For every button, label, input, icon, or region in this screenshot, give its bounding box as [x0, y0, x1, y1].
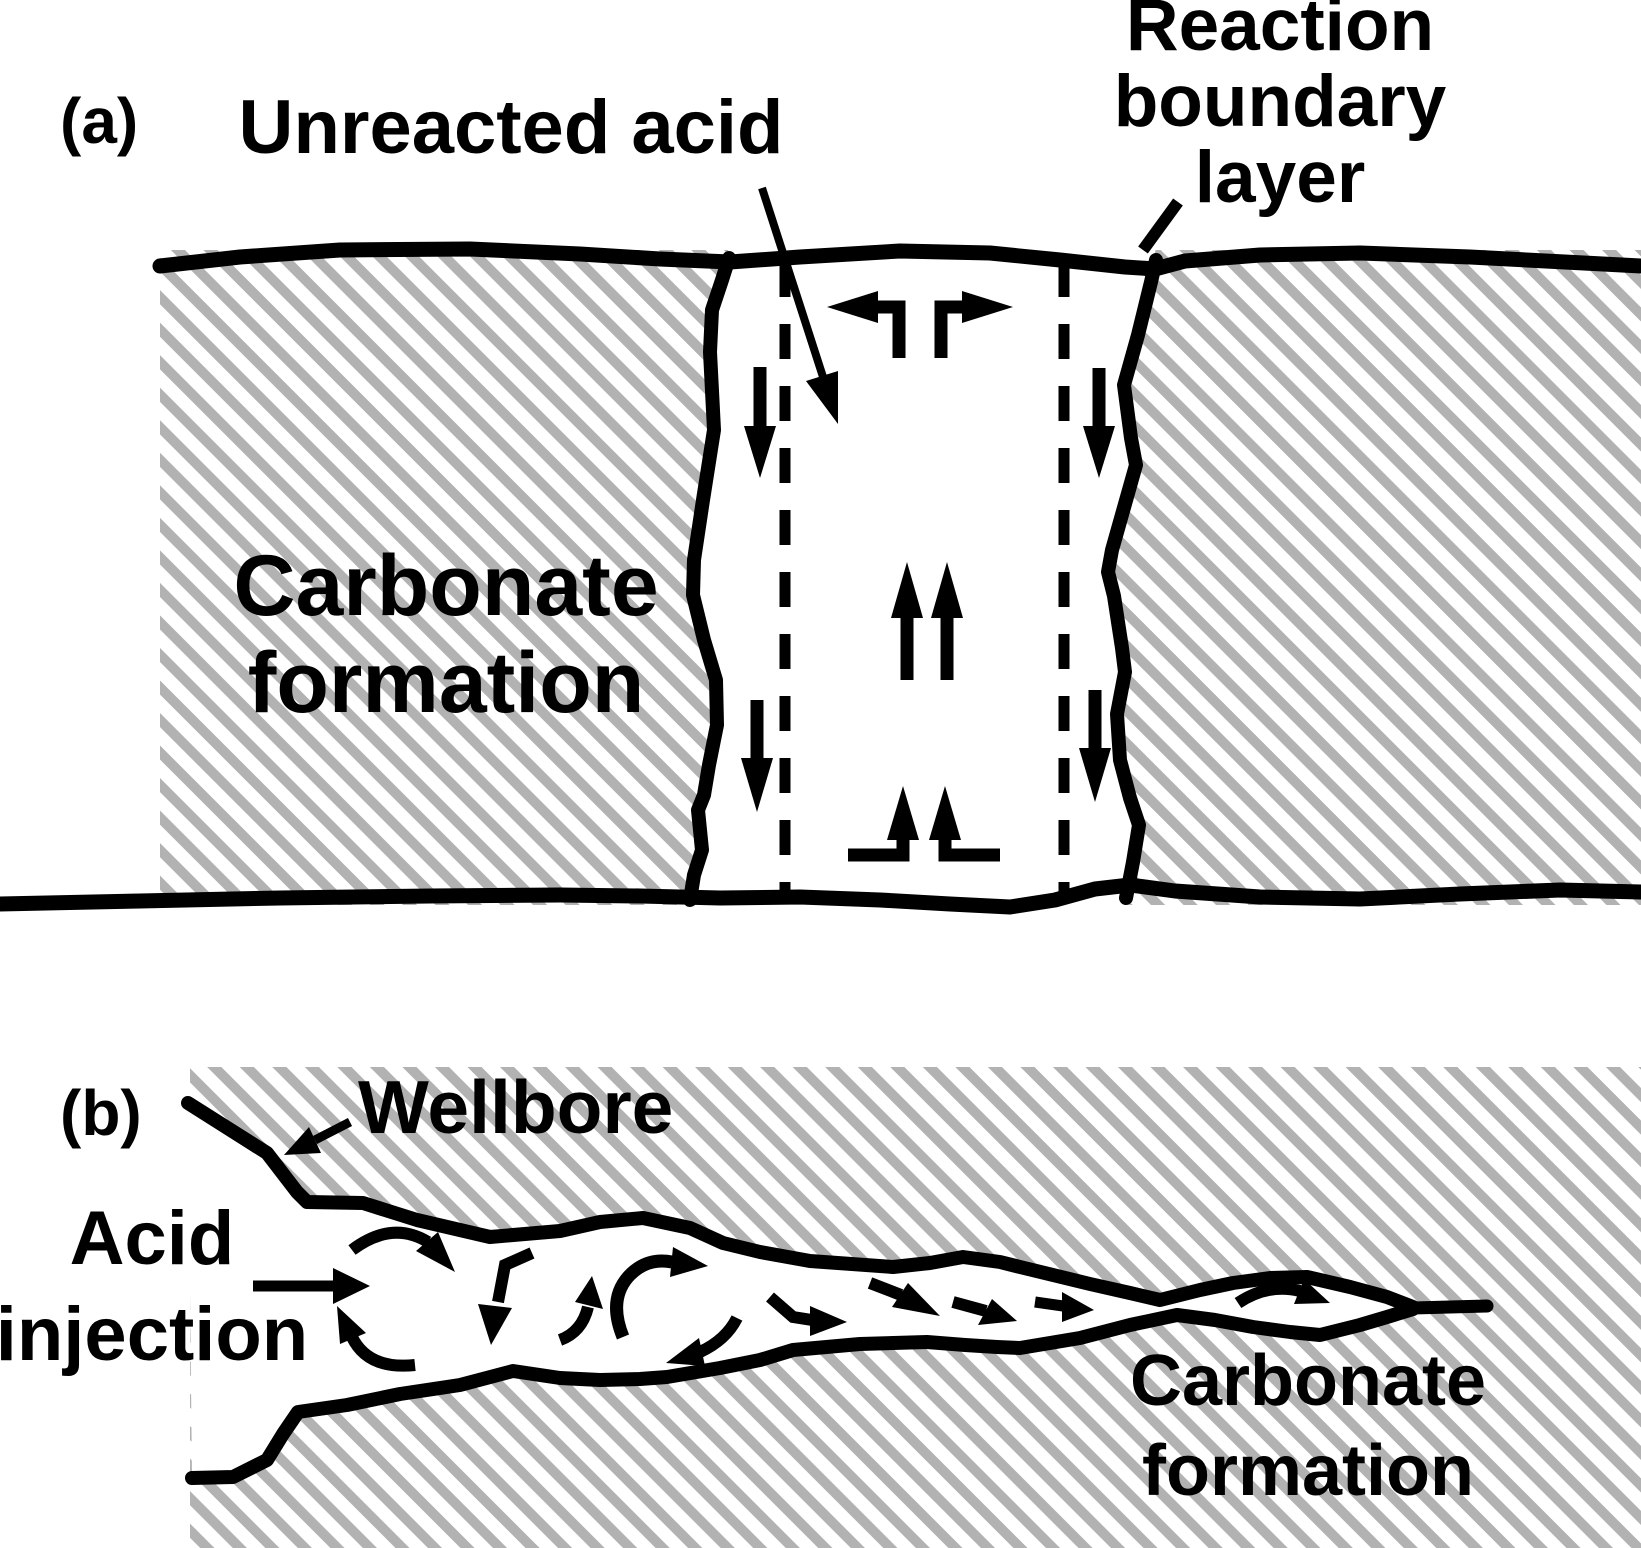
flow-arrow-up-center-1	[891, 562, 923, 680]
flow-arrow-up-center-2	[931, 562, 963, 680]
wormhole-b-upper-wall	[181, 1096, 1420, 1314]
swirl-arrow-mouth-upleft	[337, 1306, 416, 1372]
channel-a-right-wall	[1101, 253, 1163, 905]
unreacted-acid-pointer-arrow	[758, 186, 838, 424]
flow-arrow-bottom-left-branch	[848, 786, 919, 862]
carbonate-formation-label-b: Carbonate formation	[1129, 1341, 1487, 1511]
acid-injection-label: Acid injection	[0, 1196, 309, 1377]
wormhole-channel-b	[188, 1103, 1413, 1478]
flow-arrow-top-right-branch	[934, 291, 1013, 358]
formation-a-top-edge	[152, 241, 1641, 277]
panel-a-graphic	[0, 186, 1641, 915]
panel-a-label: (a)	[60, 85, 139, 157]
wellbore-pointer-arrow	[284, 1117, 353, 1155]
panel-b-label: (b)	[60, 1077, 142, 1149]
wormhole-b-lower-wall	[185, 1302, 1420, 1485]
flow-arrow-down-right-lower	[1079, 690, 1111, 802]
formation-a-bottom-edge	[0, 877, 1641, 915]
acid-injection-arrow	[253, 1268, 370, 1304]
channel-a-left-wall	[683, 251, 736, 907]
swirl-arrow-up-small	[557, 1276, 603, 1346]
flow-arrow-bottom-right-branch	[929, 786, 1000, 862]
swirl-arrow-downleft-mid	[666, 1315, 743, 1366]
wellbore-label: Wellbore	[358, 1065, 674, 1149]
unreacted-acid-label: Unreacted acid	[238, 85, 784, 170]
carbonate-formation-label-a: Carbonate formation	[233, 538, 659, 731]
swirl-arrow-big-c	[610, 1247, 708, 1340]
swirl-arrow-right-down-1	[867, 1277, 940, 1316]
swirl-arrow-pocket	[1234, 1279, 1330, 1309]
swirl-arrow-mouth-down	[478, 1247, 535, 1345]
flow-arrow-down-right-upper	[1083, 368, 1115, 478]
swirl-arrow-neck-right	[1034, 1292, 1094, 1322]
boundary-layer-leader-line	[1138, 198, 1183, 254]
reaction-boundary-layer-label: Reaction boundary layer	[1113, 0, 1447, 218]
flow-arrow-down-left-upper	[744, 367, 776, 478]
swirl-arrow-mouth-top	[348, 1226, 455, 1272]
swirl-arrow-bent-right	[766, 1292, 847, 1336]
panel-b-graphic	[181, 1067, 1641, 1548]
flow-arrow-down-left-lower	[741, 700, 773, 812]
swirl-arrow-right-down-2	[951, 1296, 1017, 1325]
wormhole-b-tip-line	[1406, 1299, 1494, 1315]
acid-channel-a	[690, 246, 1156, 906]
flow-arrow-top-left-branch	[827, 291, 906, 358]
